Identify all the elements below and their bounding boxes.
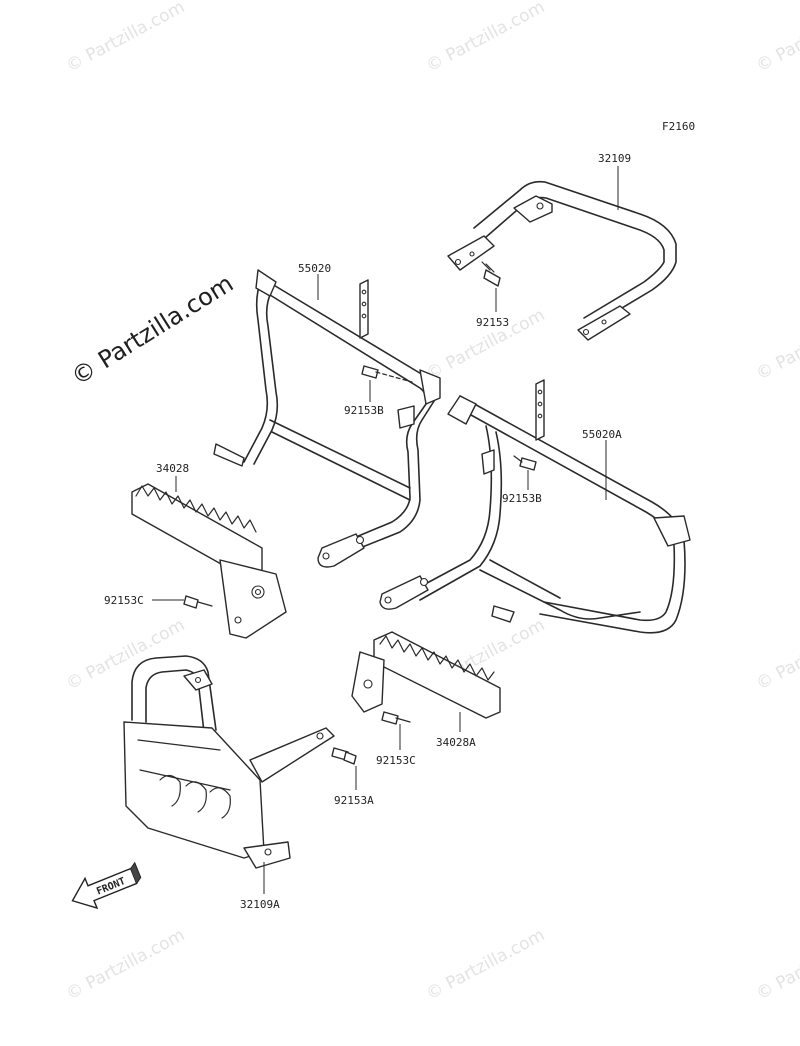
watermark: © Partzilla.com xyxy=(63,0,188,76)
bolt-92153b-right xyxy=(513,455,537,471)
bolt-92153b-left xyxy=(361,365,413,383)
part-label-92153c-right: 92153C xyxy=(376,754,416,767)
watermark: © Partzilla.com xyxy=(753,305,800,384)
watermark: © Partzilla.com xyxy=(63,925,188,1004)
main-watermark: © Partzilla.com xyxy=(66,269,238,391)
left-frame-55020 xyxy=(213,269,441,568)
part-label-92153c-left: 92153C xyxy=(104,594,144,607)
diagram-code: F2160 xyxy=(662,120,695,133)
part-label-34028: 34028 xyxy=(156,462,189,475)
part-label-92153b-left: 92153B xyxy=(344,404,384,417)
bolt-92153 xyxy=(481,261,501,287)
footpeg-34028 xyxy=(131,483,287,639)
part-label-55020: 55020 xyxy=(298,262,331,275)
watermark: © Partzilla.com xyxy=(63,615,188,694)
rear-guard-32109 xyxy=(447,180,677,341)
front-arrow-icon: FRONT xyxy=(71,861,142,910)
bolt-92153c-left xyxy=(183,595,213,609)
watermark: © Partzilla.com xyxy=(423,0,548,76)
bolt-92153a xyxy=(331,747,357,765)
bolt-92153c-right xyxy=(381,711,411,725)
part-label-55020a: 55020A xyxy=(582,428,622,441)
watermark: © Partzilla.com xyxy=(753,0,800,76)
right-frame-55020a xyxy=(379,379,691,634)
part-label-32109: 32109 xyxy=(598,152,631,165)
part-label-92153: 92153 xyxy=(476,316,509,329)
part-label-92153b-right: 92153B xyxy=(502,492,542,505)
footpeg-34028a xyxy=(351,631,501,719)
watermark: © Partzilla.com xyxy=(753,615,800,694)
front-guard-32109a xyxy=(123,655,335,869)
part-label-32109a: 32109A xyxy=(240,898,280,911)
watermark: © Partzilla.com xyxy=(423,925,548,1004)
part-label-34028a: 34028A xyxy=(436,736,476,749)
part-label-92153a: 92153A xyxy=(334,794,374,807)
watermark: © Partzilla.com xyxy=(753,925,800,1004)
